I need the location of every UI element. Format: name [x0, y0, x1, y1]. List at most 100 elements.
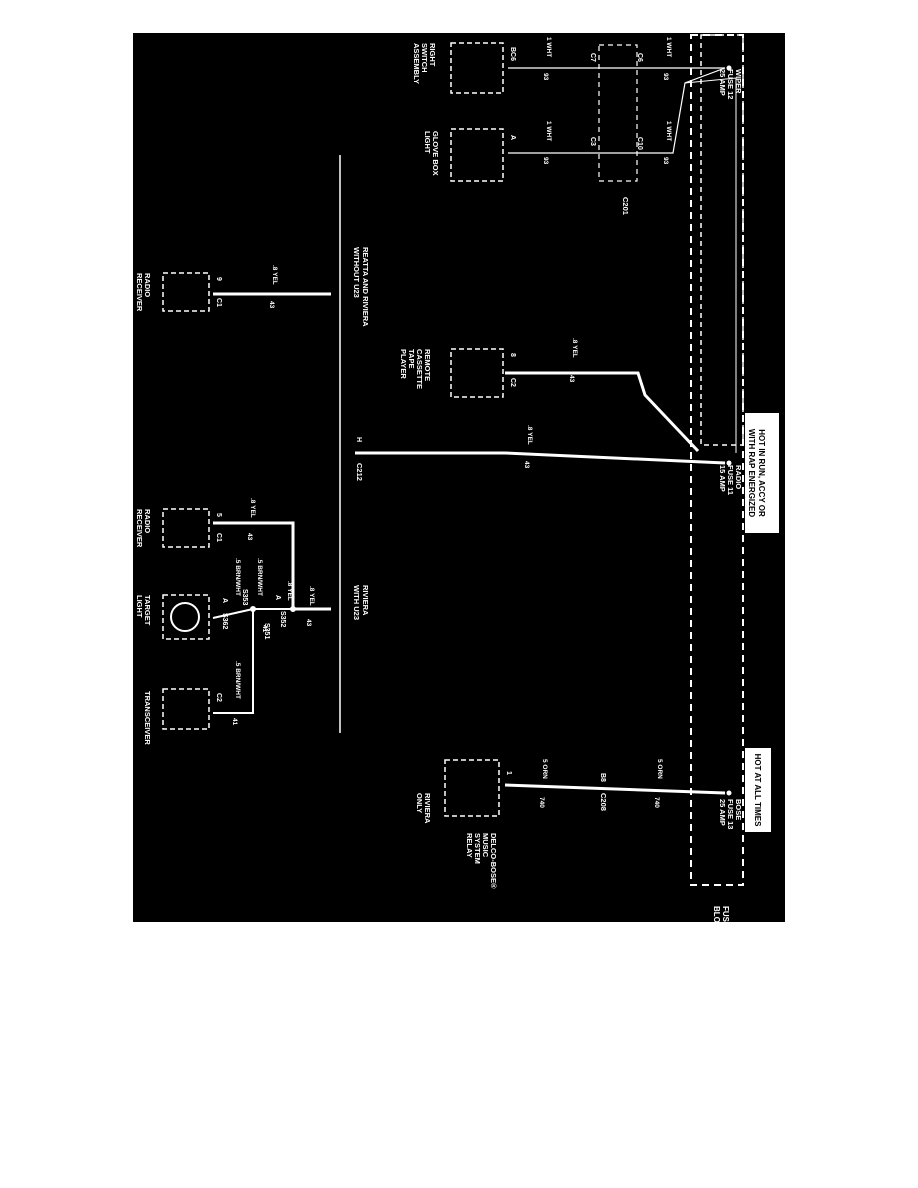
hot-run-line1: HOT IN RUN, ACCY OR — [757, 429, 766, 517]
c208-label: C208 — [599, 793, 608, 811]
riviera-with-2: WITH U23 — [352, 585, 361, 620]
transceiver-label: TRANSCEIVER — [143, 691, 152, 745]
c212-label: C212 — [355, 463, 364, 481]
wire-1wht-a: 1 WHT — [665, 37, 672, 57]
wire-5orn-b: 5 ORN — [541, 759, 548, 779]
wire-43-main: 43 — [523, 461, 530, 469]
wire-brnwht-b: .5 BRN/WHT — [234, 558, 241, 596]
wire-wiper-bend — [508, 67, 726, 154]
wire-41-a: 41 — [261, 625, 268, 633]
wiper-fuse-3: 25 AMP — [718, 69, 727, 96]
hot-all-callout — [745, 748, 771, 832]
c7-label: C7 — [589, 53, 596, 62]
bose-fuse-2: FUSE 13 — [726, 799, 735, 829]
wire-41-b: 41 — [231, 718, 238, 726]
s362-label: S362 — [221, 613, 228, 629]
wire-93-a: 93 — [662, 73, 669, 81]
right-switch-2: SWITCH — [420, 43, 429, 73]
wire-740-a: 740 — [653, 797, 660, 808]
rx2-2: RECEIVER — [135, 509, 144, 548]
delco-4: RELAY — [465, 833, 474, 858]
wire-43-u23: 43 — [305, 619, 312, 627]
wire-radio-main — [504, 451, 726, 465]
wiper-fuse-terminal — [726, 65, 732, 71]
s352-label: S352 — [279, 611, 286, 627]
wire-8yel-cassette: .8 YEL — [571, 338, 578, 358]
s353-label: S353 — [241, 589, 248, 605]
target-light-box — [162, 594, 210, 640]
target-2: LIGHT — [135, 595, 144, 618]
wire-8yel-s351: .8 YEL — [286, 581, 293, 601]
cassette-2: CASSETTE — [415, 349, 424, 389]
wire-5orn-a: 5 ORN — [656, 759, 663, 779]
right-switch-3: ASSEMBLY — [412, 43, 421, 84]
wire-43-cassette: 43 — [568, 375, 575, 383]
wire-8yel-rx1: .8 YEL — [271, 265, 278, 285]
rx1-2: RECEIVER — [135, 273, 144, 312]
riviera-with-1: RIVIERA — [361, 585, 370, 616]
delco-3: SYSTEM — [473, 833, 482, 864]
wire-93-c: 93 — [662, 157, 669, 165]
reatta-without-1: REATTA AND RIVIERA — [361, 247, 370, 327]
wire-8yel-u23: .8 YEL — [308, 586, 315, 606]
wire-43-rx1: 43 — [268, 301, 275, 309]
pin-bc6: BC6 — [509, 47, 516, 61]
wiring-diagram-panel: HOT IN RUN, ACCY OR WITH RAP ENERGIZED H… — [133, 33, 785, 922]
wire-wiper-down — [684, 77, 737, 453]
rx2-1: RADIO — [143, 509, 152, 533]
riviera-only-2: ONLY — [415, 793, 424, 813]
pin-c1-rx1: C1 — [215, 298, 222, 307]
pin-c1-rx2: C1 — [215, 533, 222, 542]
pin-b8: B8 — [599, 773, 606, 782]
wire-8yel-main: .8 YEL — [526, 425, 533, 445]
c201-label: C201 — [621, 197, 630, 215]
radio-receiver-1-box — [162, 272, 210, 312]
radio-fuse-3: 15 AMP — [718, 465, 727, 492]
right-switch-1: RIGHT — [428, 43, 437, 67]
hot-run-line2: WITH RAP ENERGIZED — [747, 429, 756, 518]
reatta-without-2: WITHOUT U23 — [352, 247, 361, 298]
remote-cassette-box — [450, 348, 504, 398]
pin-a-glove: A — [509, 135, 516, 140]
c3-label: C3 — [589, 137, 596, 146]
wire-93-b: 93 — [542, 73, 549, 81]
wire-bose — [504, 783, 726, 795]
bose-fuse-3: 25 AMP — [718, 799, 727, 826]
wire-transceiver — [213, 609, 254, 714]
wiper-fuse-1: WIPER — [734, 69, 743, 94]
fuse-block-label-1: FUSE — [721, 906, 730, 922]
rx1-1: RADIO — [143, 273, 152, 297]
cassette-4: PLAYER — [399, 349, 408, 379]
target-light-bulb — [170, 602, 200, 632]
glove-box-box — [450, 128, 504, 182]
cassette-1: REMOTE — [423, 349, 432, 381]
bose-fuse-1: BOSE — [734, 799, 743, 820]
hot-all-label: HOT AT ALL TIMES — [753, 754, 762, 828]
delco-2: MUSIC — [481, 833, 490, 858]
wire-93-d: 93 — [542, 157, 549, 165]
wiring-diagram: HOT IN RUN, ACCY OR WITH RAP ENERGIZED H… — [135, 34, 779, 922]
wire-43-rx2: 43 — [246, 533, 253, 541]
target-1: TARGET — [143, 595, 152, 626]
pin-9-rx1: 9 — [215, 277, 222, 281]
wire-8yel-rx2: .8 YEL — [249, 498, 256, 518]
fuse-block-inner — [700, 34, 744, 446]
riviera-only-1: RIVIERA — [423, 793, 432, 824]
wiper-fuse-2: FUSE 12 — [726, 69, 735, 99]
wire-receiver-2 — [213, 521, 295, 609]
delco-1: DELCO-BOSE® — [489, 833, 498, 889]
pin-h: H — [355, 437, 362, 442]
c6-label: C6 — [636, 53, 643, 62]
radio-receiver-2-box — [162, 508, 210, 548]
delco-bose-relay-box — [444, 759, 500, 817]
pin-a-target: A — [221, 598, 228, 603]
wire-1wht-b: 1 WHT — [545, 37, 552, 57]
transceiver-box — [162, 688, 210, 730]
wire-brnwht-c: .5 BRN/WHT — [234, 661, 241, 699]
wire-brnwht-a: .5 BRN/WHT — [256, 558, 263, 596]
radio-fuse-terminal — [726, 460, 732, 466]
pin-5-rx2: 5 — [215, 513, 222, 517]
glove-box-1: GLOVE BOX — [431, 131, 440, 176]
glove-box-2: LIGHT — [423, 131, 432, 154]
radio-fuse-1: RADIO — [734, 465, 743, 489]
